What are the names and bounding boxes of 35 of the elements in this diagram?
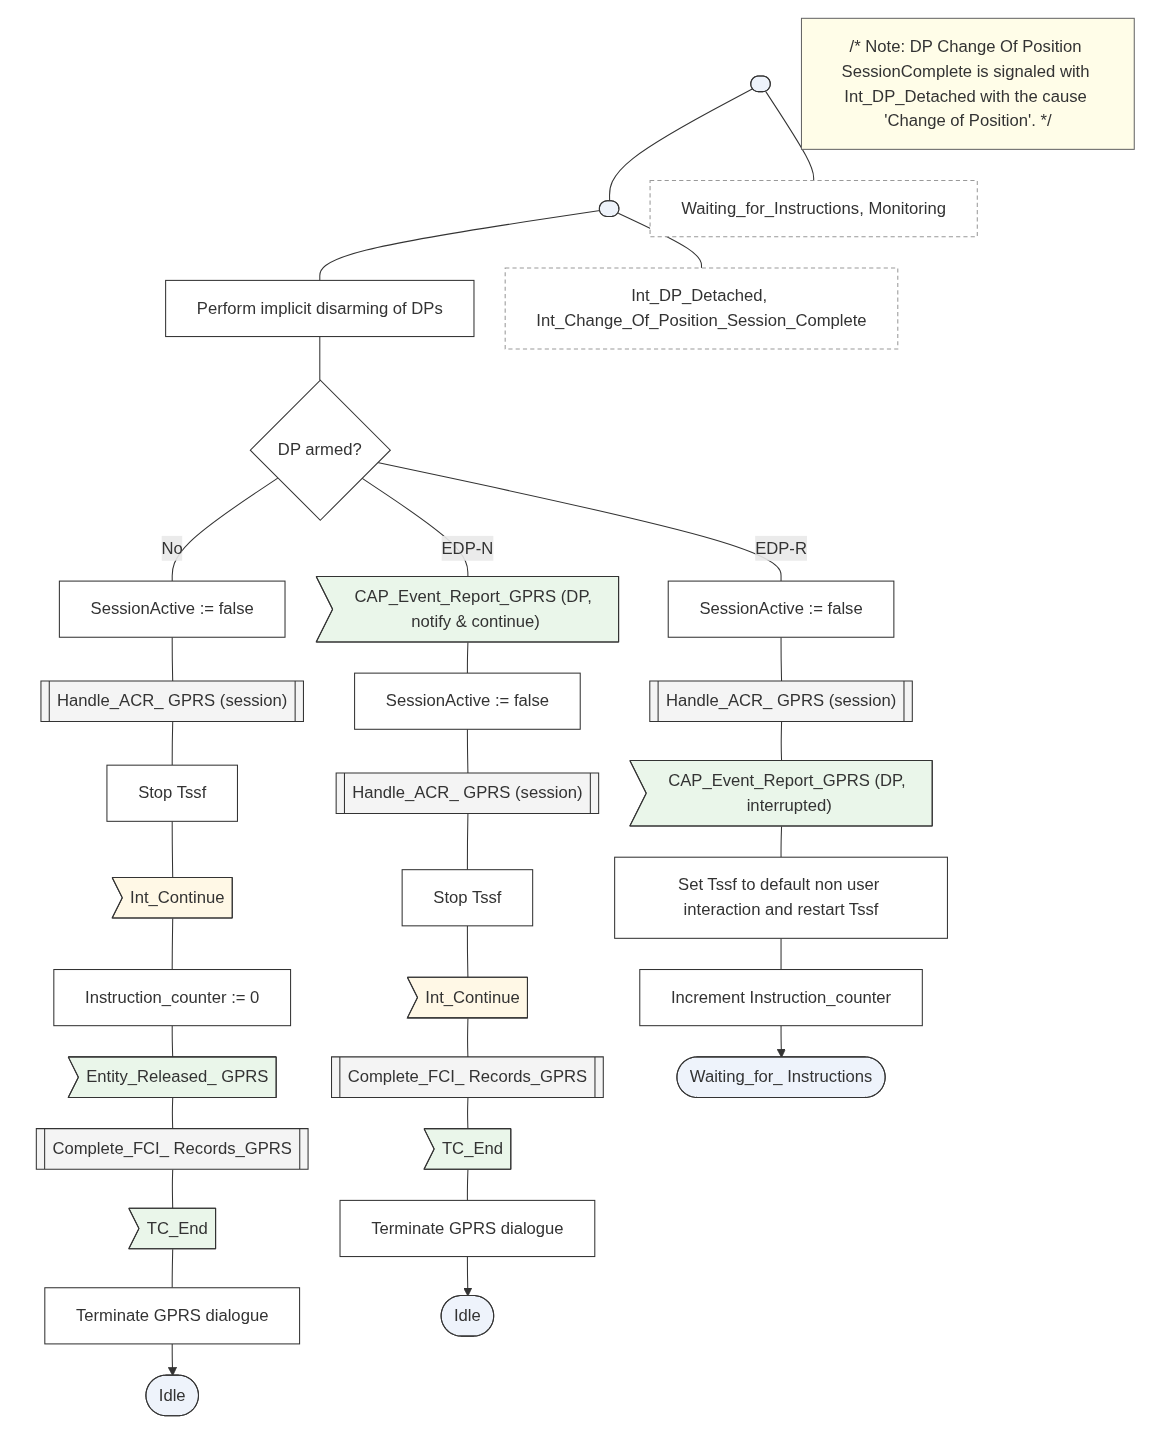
node-box: Set Tssf to default non user interaction and restart Tssf bbox=[614, 856, 949, 939]
connector bbox=[780, 826, 783, 858]
node-box: Stop Tssf bbox=[106, 764, 239, 822]
connector bbox=[377, 462, 782, 582]
node-box: Increment Instruction_counter bbox=[639, 969, 924, 1027]
connector bbox=[780, 937, 782, 971]
node-box: Waiting_for_Instructions, Monitoring bbox=[649, 180, 978, 238]
node-box: Perform implicit disarming of DPs bbox=[165, 279, 475, 338]
node-box: SessionActive := false bbox=[59, 580, 286, 638]
edge-label: No bbox=[161, 538, 184, 557]
arrow bbox=[776, 1025, 787, 1058]
arrow bbox=[463, 1256, 473, 1297]
node-diamond: DP armed? bbox=[249, 379, 392, 521]
connector bbox=[467, 641, 469, 674]
edge-label: EDP-R bbox=[755, 538, 808, 557]
connector bbox=[171, 918, 174, 971]
node-box: /* Note: DP Change Of Position SessionComplete is signaled with Int_DP_Detached with the cause 'Change of Position'. */ bbox=[801, 17, 1135, 150]
node-box: Stop Tssf bbox=[401, 869, 534, 927]
connector bbox=[467, 1169, 469, 1201]
node-box: Terminate GPRS dialogue bbox=[44, 1287, 301, 1345]
edge-label: EDP-N bbox=[441, 538, 494, 557]
node-box: SessionActive := false bbox=[667, 580, 895, 638]
connector bbox=[609, 88, 754, 202]
connector bbox=[319, 336, 321, 381]
connector bbox=[319, 210, 601, 281]
connector bbox=[765, 91, 815, 182]
node-box: Instruction_counter := 0 bbox=[53, 969, 292, 1027]
connector bbox=[467, 813, 469, 871]
node-box: Terminate GPRS dialogue bbox=[339, 1199, 596, 1258]
connector bbox=[171, 721, 174, 766]
connector bbox=[171, 1248, 174, 1289]
node-box: Int_DP_Detached, Int_Change_Of_Position_Session_Complete bbox=[504, 267, 899, 350]
arrow bbox=[168, 1343, 178, 1377]
node-box: SessionActive := false bbox=[354, 672, 581, 730]
connector bbox=[171, 477, 279, 582]
